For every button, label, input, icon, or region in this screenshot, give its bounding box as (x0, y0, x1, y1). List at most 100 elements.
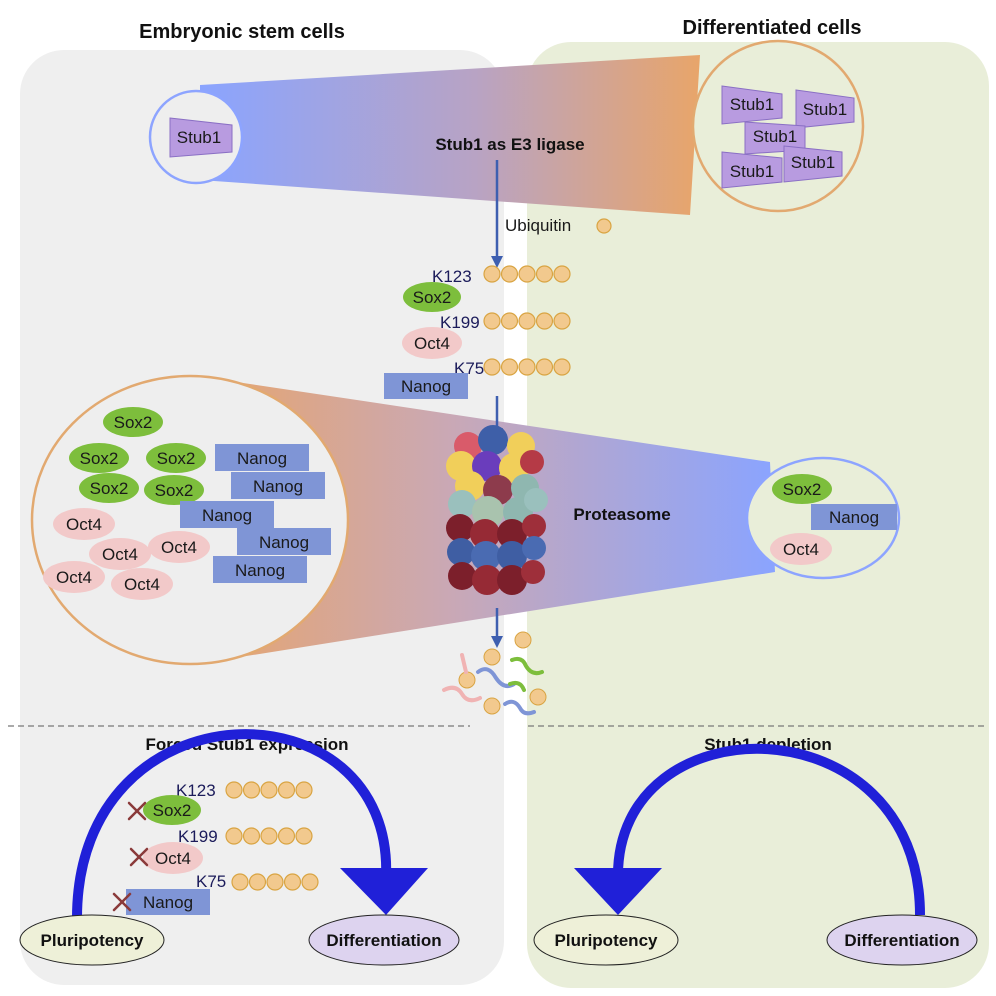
nanog-label: Nanog (202, 506, 252, 525)
site-label-k199: K199 (440, 313, 480, 332)
top-zoom-funnel (200, 55, 700, 215)
nanog-label: Nanog (237, 449, 287, 468)
sox2-protein (403, 282, 461, 312)
oct4-protein (402, 327, 462, 359)
oct4-protein (43, 561, 105, 593)
ubiquitin-bead (483, 358, 501, 376)
sox2-label: Sox2 (114, 413, 153, 432)
oct4-protein (53, 508, 115, 540)
ubiquitin-bead (553, 358, 571, 376)
sox2-protein (144, 475, 204, 505)
protein-cluster: Sox2 Sox2 Sox2 Sox2 Sox2 Nanog Nanog Nan… (43, 407, 331, 600)
ubiquitin-icon (596, 218, 612, 234)
proteasome-label: Proteasome (573, 505, 670, 524)
ubiquitin-bead (225, 827, 243, 845)
pluripotency-label: Pluripotency (41, 931, 145, 950)
sox2-label: Sox2 (783, 480, 822, 499)
nanog-label: Nanog (235, 561, 285, 580)
oct4-protein (148, 531, 210, 563)
site-label-k123: K123 (176, 781, 216, 800)
sox2-protein (79, 473, 139, 503)
nanog-protein (231, 472, 325, 499)
sox2-label: Sox2 (155, 481, 194, 500)
ubiquitin-bead (295, 781, 313, 799)
sox2-protein (146, 443, 206, 473)
degradation-products (442, 631, 547, 716)
stub1-shape (169, 117, 233, 158)
differentiation-node (826, 914, 978, 966)
pluripotency-node (533, 914, 679, 966)
oct4-label: Oct4 (124, 575, 160, 594)
pluripotency-node (19, 914, 165, 966)
ubiquitin-bead (277, 827, 296, 845)
oct4-protein (770, 533, 832, 565)
forced-expression-arrowhead (340, 868, 428, 915)
ubiquitin-label: Ubiquitin (505, 216, 571, 235)
blocked-x-icon (129, 847, 149, 867)
sox2-label: Sox2 (157, 449, 196, 468)
ubiquitin-bead (535, 312, 554, 330)
nanog-protein (811, 504, 897, 530)
ubiquitin-bead (535, 265, 554, 283)
left-panel-title: Embryonic stem cells (139, 21, 345, 43)
ubiquitination-sites: K123 Sox2 K199 Oct4 K75 Nanog (384, 267, 484, 399)
blocked-x-icon (112, 892, 132, 912)
nanog-label: Nanog (253, 477, 303, 496)
nanog-protein (237, 528, 331, 555)
ubiquitin-bead (483, 265, 501, 283)
release-arrow-head (491, 636, 503, 648)
oct4-protein (111, 568, 173, 600)
oct4-label: Oct4 (56, 568, 92, 587)
ubiquitin-bead (518, 312, 536, 330)
oct4-label: Oct4 (102, 545, 138, 564)
ubiquitin-bead (248, 873, 267, 891)
stub1-label: Stub1 (753, 127, 797, 146)
site-label-k123: K123 (432, 267, 472, 286)
ubiquitin-bead (242, 781, 261, 799)
ubiquitin-bead (260, 781, 278, 799)
ligase-arrow-head (491, 256, 503, 268)
sox2-label: Sox2 (413, 288, 452, 307)
blocked-x-icon (127, 801, 147, 821)
ubiquitin-bead (242, 827, 261, 845)
nanog-label: Nanog (829, 508, 879, 527)
pluripotency-label: Pluripotency (555, 931, 659, 950)
ubiquitin-chains (225, 265, 571, 891)
differentiation-node (308, 914, 460, 966)
ubiquitin-bead (231, 873, 249, 891)
sox2-protein (69, 443, 129, 473)
nanog-protein (384, 373, 468, 399)
oct4-label: Oct4 (66, 515, 102, 534)
oct4-label: Oct4 (414, 334, 450, 353)
ubiquitin-bead (295, 827, 313, 845)
ubiquitin-bead (535, 358, 554, 376)
site-label-k199: K199 (178, 827, 218, 846)
nanog-label: Nanog (401, 377, 451, 396)
ubiquitin-bead (500, 358, 519, 376)
ubiquitin-bead (500, 265, 519, 283)
stub1-label: Stub1 (803, 100, 847, 119)
stub1-cluster: Stub1 Stub1 Stub1 Stub1 Stub1 (721, 85, 855, 189)
ubiquitin-bead (260, 827, 278, 845)
depletion-arrowhead (574, 868, 662, 915)
stub1-shape (721, 151, 783, 189)
oct4-label: Oct4 (161, 538, 197, 557)
nanog-protein (213, 556, 307, 583)
oct4-protein (143, 842, 203, 874)
nanog-label: Nanog (143, 893, 193, 912)
sox2-protein (103, 407, 163, 437)
site-label-k75: K75 (196, 872, 226, 891)
sox2-label: Sox2 (153, 801, 192, 820)
stub1-shape (783, 145, 843, 183)
sox2-label: Sox2 (90, 479, 129, 498)
ubiquitin-bead (518, 265, 536, 283)
nanog-protein (215, 444, 309, 471)
ubiquitin-bead (553, 312, 571, 330)
ubiquitin-bead (266, 873, 284, 891)
stub1-label: Stub1 (730, 95, 774, 114)
oct4-protein (89, 538, 151, 570)
stub1-label: Stub1 (177, 128, 221, 147)
ubiquitin-bead (553, 265, 571, 283)
